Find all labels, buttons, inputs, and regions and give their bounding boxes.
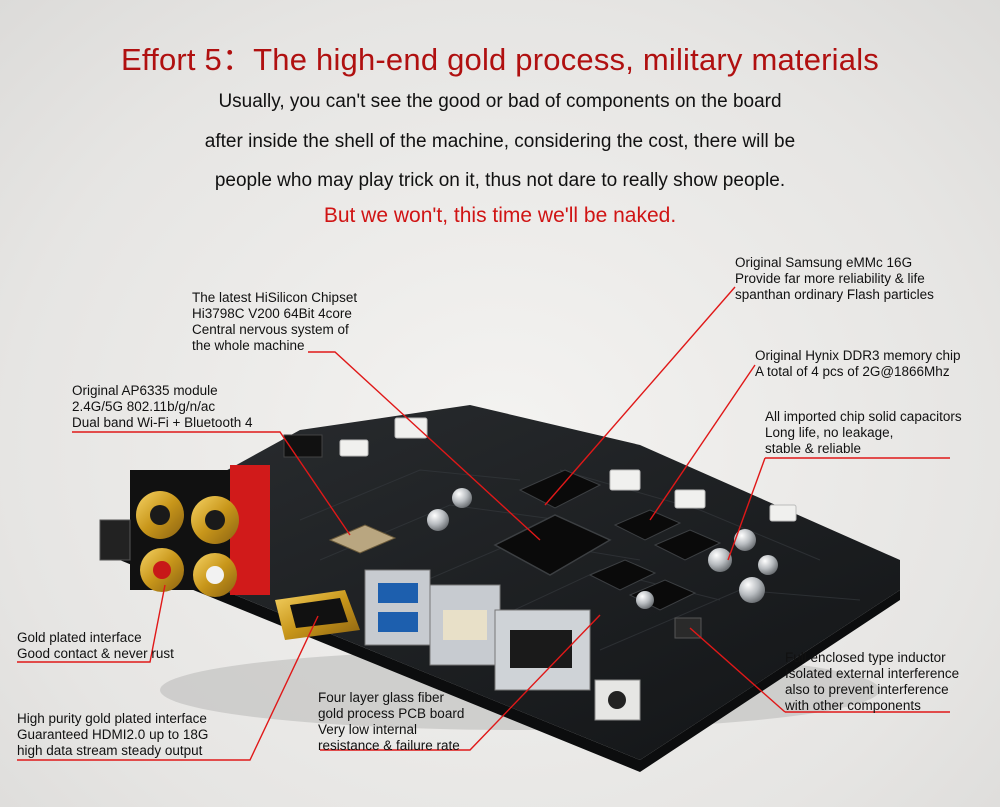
wifi-module: [328, 524, 397, 554]
callout-chipset: The latest HiSilicon Chipset Hi3798C V20…: [192, 290, 358, 353]
callout-hdmi: High purity gold plated interface Guaran…: [17, 711, 209, 758]
callout-inductor: Full enclosed type inductor Isolated ext…: [785, 650, 960, 713]
optical-port: [99, 519, 131, 561]
leader-lines: [17, 286, 950, 761]
callout-ddr3: Original Hynix DDR3 memory chip A total …: [755, 348, 961, 379]
page-headline: Effort 5：The high-end gold process, mili…: [121, 42, 879, 77]
tagline: But we won't, this time we'll be naked.: [323, 204, 677, 227]
ddr-chip-3: [588, 559, 657, 591]
callout-pcb: Four layer glass fiber gold process PCB …: [318, 690, 465, 753]
callout-capacitors: All imported chip solid capacitors Long …: [765, 409, 962, 456]
intro-line-3: people who may play trick on it, thus no…: [214, 170, 786, 191]
rca-jacks: [130, 465, 270, 597]
callout-emmc: Original Samsung eMMc 16G Provide far mo…: [735, 255, 934, 302]
callout-wifi: Original AP6335 module 2.4G/5G 802.11b/g…: [72, 383, 253, 430]
intro-line-1: Usually, you can't see the good or bad o…: [218, 91, 782, 112]
emmc-chip: [518, 469, 602, 509]
inductor: [674, 617, 702, 639]
usb-ports: [364, 569, 501, 666]
ddr-chip-1: [613, 509, 682, 541]
intro-line-2: after inside the shell of the machine, c…: [204, 131, 796, 152]
soc-chip: [493, 514, 612, 576]
ddr-chip-2: [653, 529, 722, 561]
capacitors: [427, 488, 778, 609]
white-connectors: [339, 417, 797, 522]
callout-gold-interface: Gold plated interface Good contact & nev…: [17, 630, 174, 661]
